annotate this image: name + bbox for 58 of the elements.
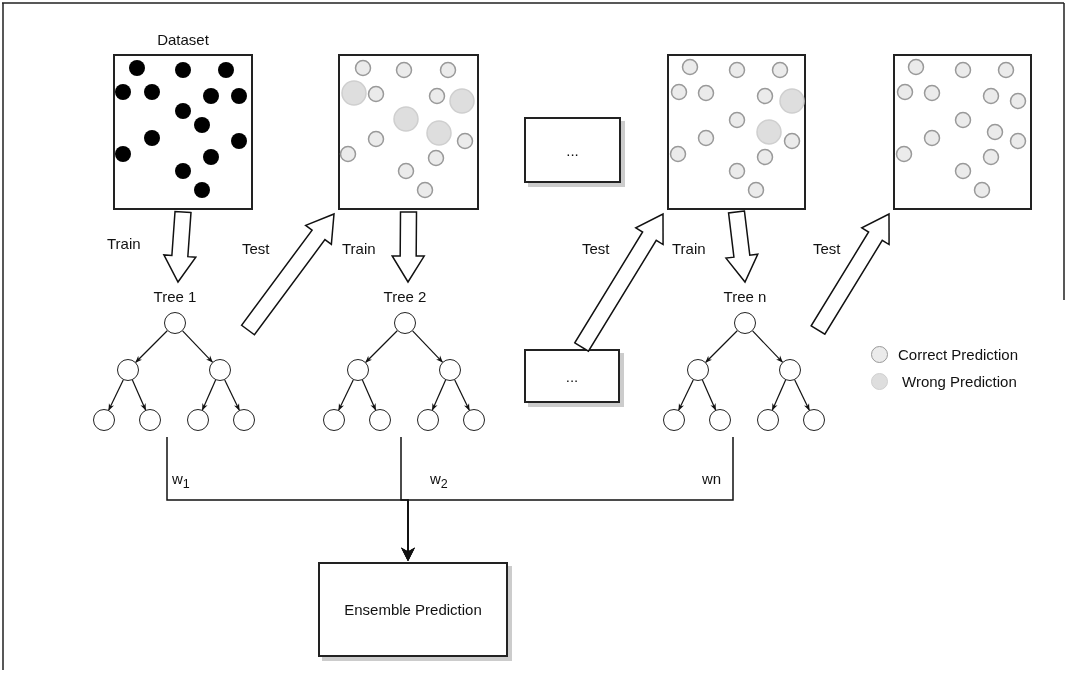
arrow [108,379,124,411]
tree-title: Tree 1 [153,288,197,305]
block-arrow [162,210,198,284]
block-arrow [240,212,335,336]
tree-node-circle [463,409,485,431]
arrow [431,379,447,411]
arrow [224,379,240,411]
arrow [201,379,217,411]
weighted-arrow [401,436,734,562]
box-label: ... [565,367,579,385]
tree-node-circle [757,409,779,431]
tree-node-circle [369,409,391,431]
arrow [752,330,783,363]
tree-node-circle [709,409,731,431]
tree-node-circle [93,409,115,431]
tree-node-circle [139,409,161,431]
tree-node-circle [209,359,231,381]
tree-node-circle [187,409,209,431]
tree-title: Tree n [723,288,767,305]
arrow [771,379,787,411]
block-arrow [810,212,890,336]
tree-node-circle [117,359,139,381]
edge-label: Train [670,240,708,257]
box-label: Ensemble Prediction [344,601,482,618]
arrow [182,330,213,363]
tree-node-circle [323,409,345,431]
arrow [412,330,443,363]
tree-node-circle [803,409,825,431]
tree-node-circle [233,409,255,431]
panel-title: Dataset [157,31,209,48]
tree-node-circle [439,359,461,381]
tree-node-circle [347,359,369,381]
legend-label: Correct Prediction [898,346,1019,363]
tree-node-circle [687,359,709,381]
tree-node-circle [417,409,439,431]
block-arrow [573,212,664,353]
edge-label: Train [105,235,143,252]
edge-label: Train [340,240,378,257]
arrow [701,379,717,411]
block-arrow [390,211,426,284]
legend-label: Wrong Prediction [902,373,1017,390]
tree-node-circle [164,312,186,334]
arrow [338,379,354,411]
tree-node-circle [779,359,801,381]
tree-title: Tree 2 [383,288,427,305]
tree-node-circle [394,312,416,334]
tree-node-circle [734,312,756,334]
arrow [454,379,470,411]
arrow [361,379,377,411]
arrow [705,330,738,363]
tree-node-circle [663,409,685,431]
arrow [131,379,147,411]
block-arrow [724,210,759,284]
arrow [678,379,694,411]
box-label: ... [566,141,579,159]
arrow [365,330,398,363]
arrow [794,379,810,411]
arrow [135,330,168,363]
